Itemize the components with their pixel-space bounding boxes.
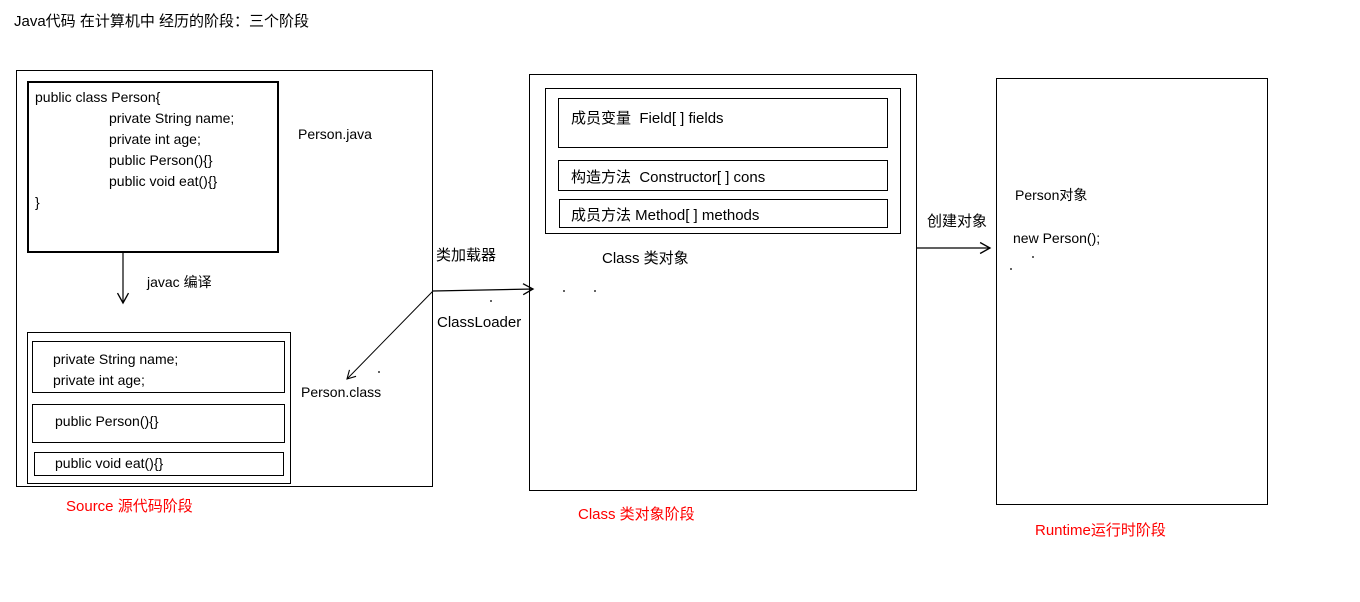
ink-dot [563, 290, 565, 292]
class-constructor-row: 构造方法 Constructor[ ] cons [558, 160, 888, 191]
code-line: private int age; [109, 131, 201, 147]
person-java-label: Person.java [298, 126, 372, 142]
classloader-cn-label: 类加载器 [436, 247, 497, 264]
class-file-fields-box: private String name; private int age; [32, 341, 285, 393]
code-line: private String name; [109, 110, 235, 126]
ink-dot [594, 290, 596, 292]
ink-dot [1010, 268, 1012, 270]
code-line: public class Person{ [35, 89, 161, 105]
ink-dot [490, 300, 492, 302]
create-object-label: 创建对象 [927, 213, 988, 230]
class-fields-row: 成员变量 Field[ ] fields [558, 98, 888, 148]
ink-dot [1032, 256, 1034, 258]
class-file-method-box: public void eat(){} [34, 452, 284, 476]
code-line: public void eat(){} [109, 173, 218, 189]
class-object-label: Class 类对象 [602, 250, 689, 267]
new-person-code: new Person(); [1013, 230, 1101, 246]
class-object-container-box: 成员变量 Field[ ] fields 构造方法 Constructor[ ]… [545, 88, 901, 234]
runtime-stage-box [996, 78, 1268, 505]
runtime-stage-caption: Runtime运行时阶段 [1035, 522, 1166, 539]
class-file-constructor-box: public Person(){} [32, 404, 285, 443]
person-class-container-box: private String name; private int age; pu… [27, 332, 291, 484]
person-object-label: Person对象 [1015, 187, 1088, 203]
class-file-fields-line1: private String name; [53, 351, 179, 367]
person-class-label: Person.class [301, 384, 382, 400]
ink-dot [378, 371, 380, 373]
diagram-title: Java代码 在计算机中 经历的阶段：三个阶段 [14, 13, 310, 30]
class-file-fields-line2: private int age; [53, 372, 145, 388]
class-method-row: 成员方法 Method[ ] methods [559, 199, 888, 228]
classloader-arrow [432, 283, 535, 296]
code-line: public Person(){} [109, 152, 213, 168]
class-stage-caption: Class 类对象阶段 [578, 506, 695, 523]
javac-compile-label: javac 编译 [147, 274, 212, 290]
code-line: } [35, 194, 40, 210]
classloader-en-label: ClassLoader [437, 314, 522, 331]
source-stage-caption: Source 源代码阶段 [66, 498, 193, 515]
person-java-code-box: public class Person{ private String name… [27, 81, 279, 253]
